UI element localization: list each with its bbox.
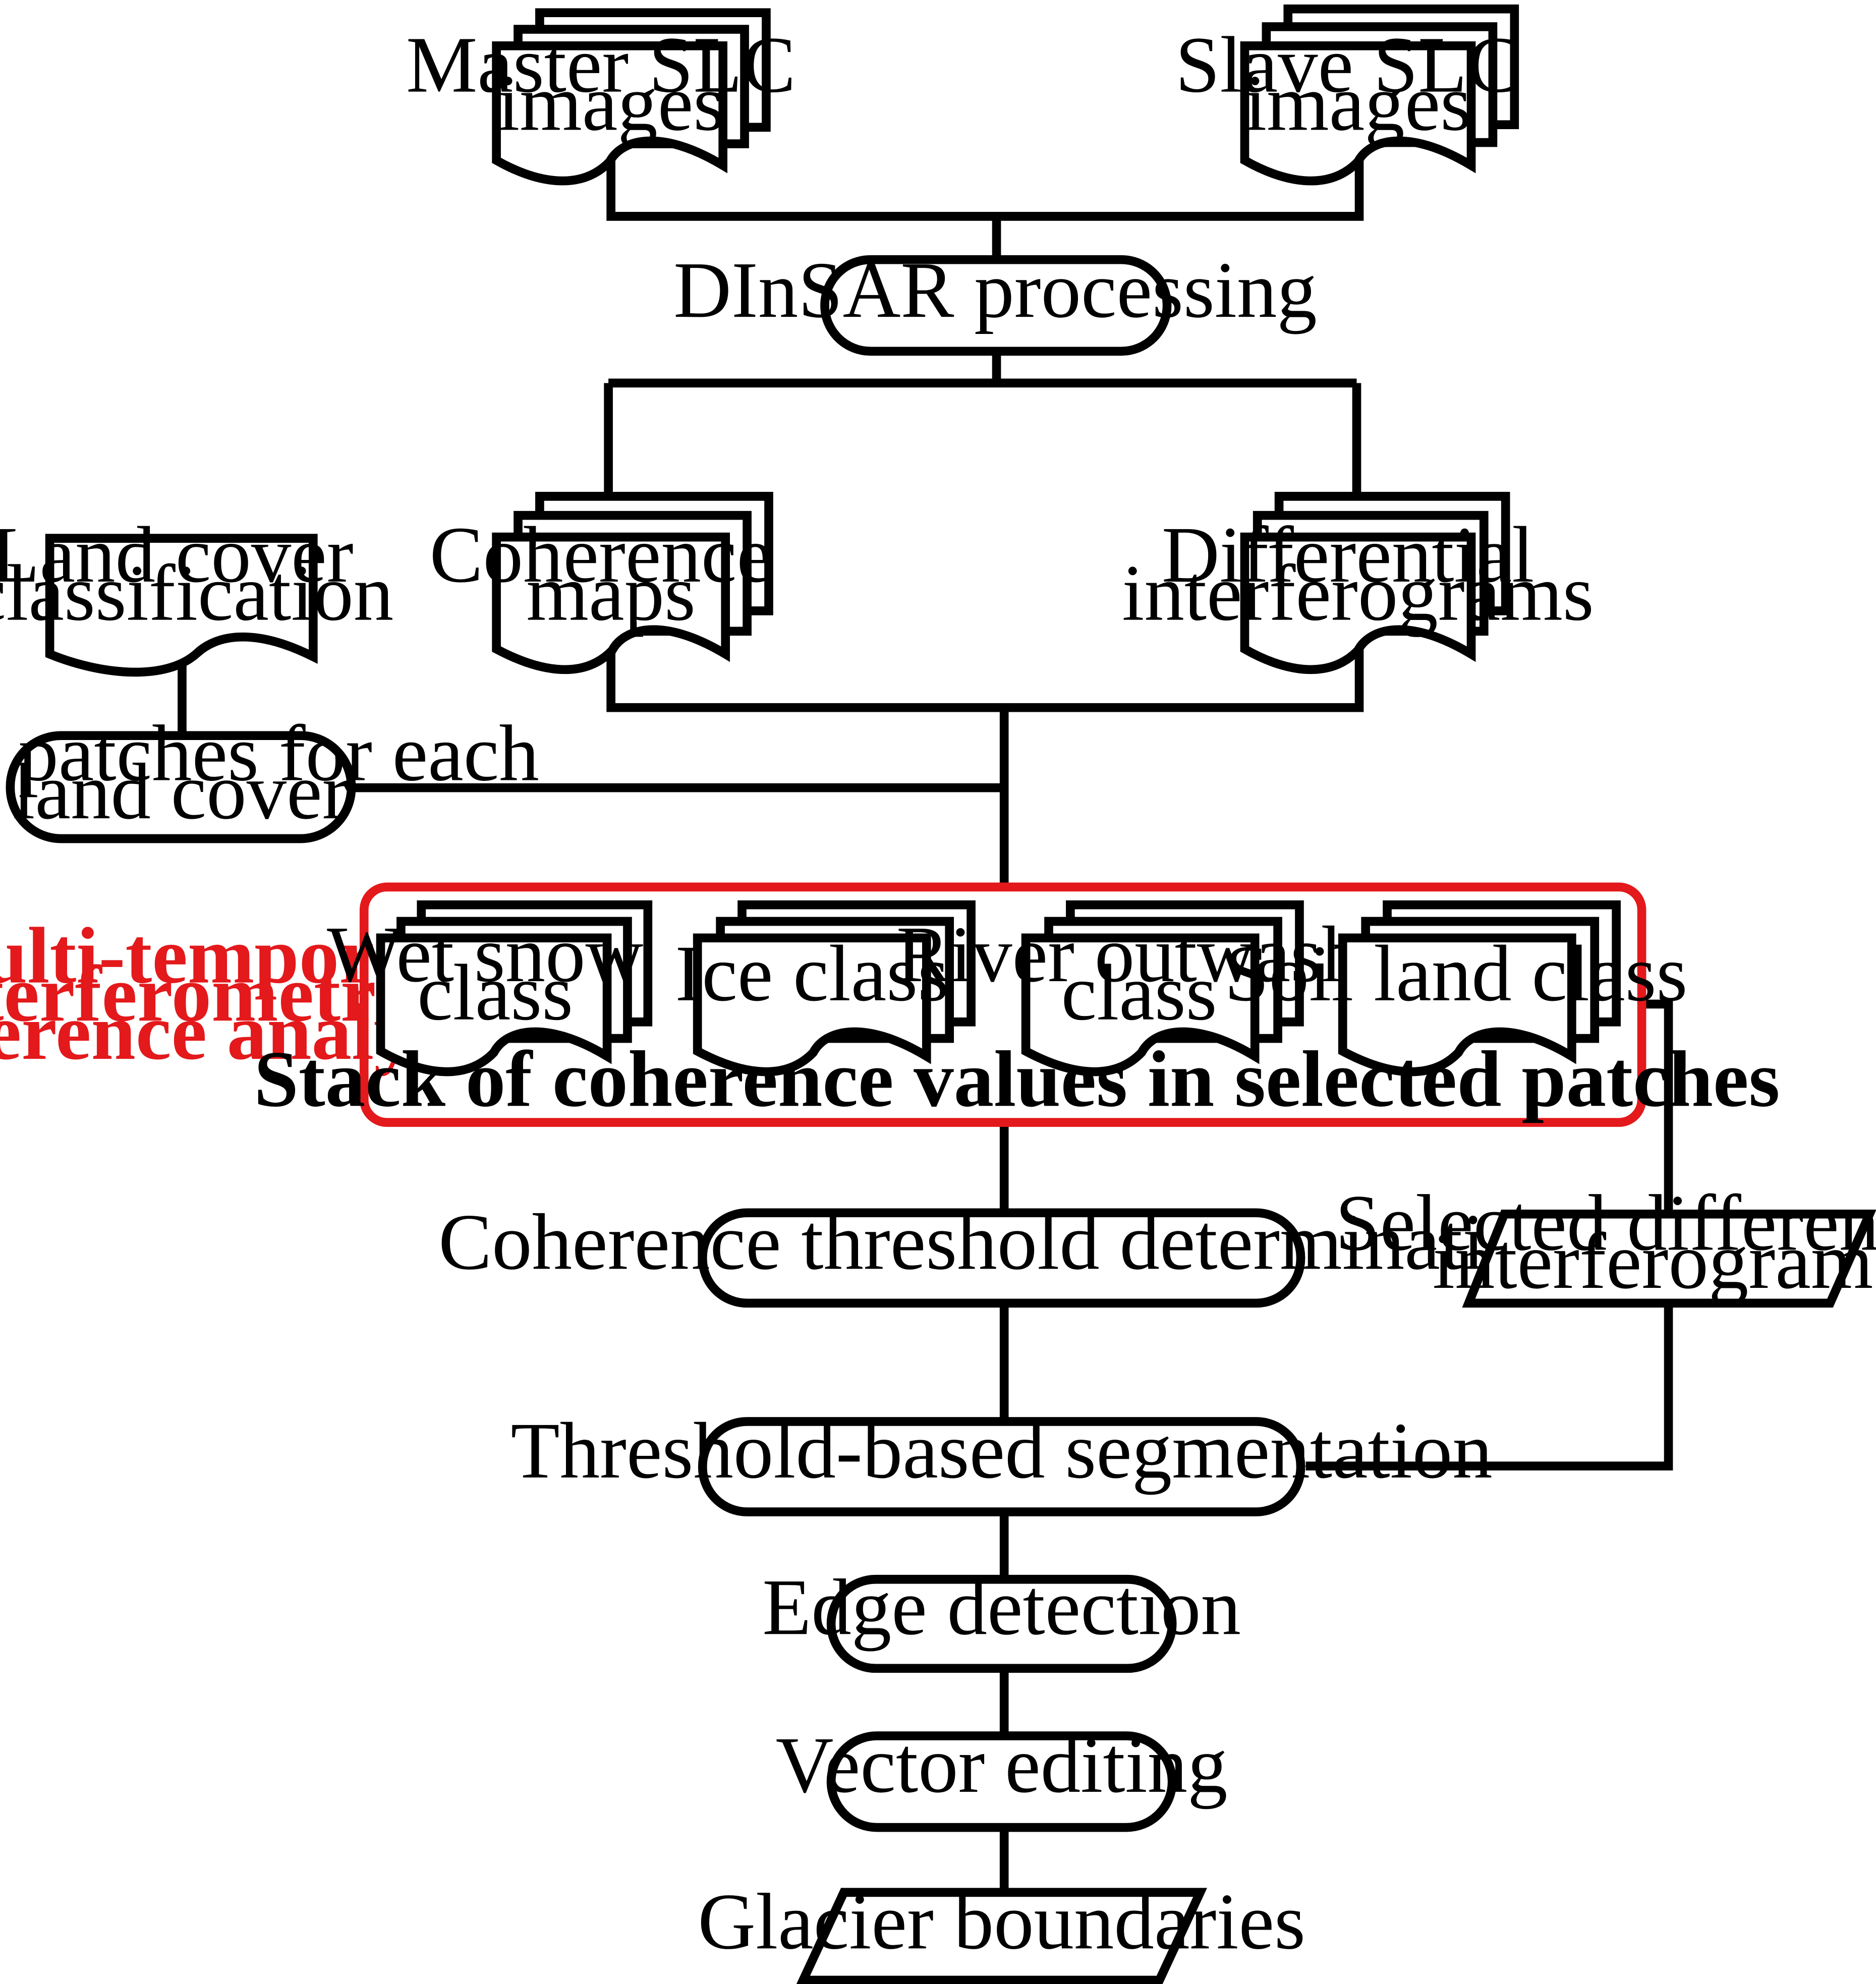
edge-detection-node: Edge detection: [762, 1563, 1241, 1673]
river-outwash-class-stack: River outwash class: [896, 900, 1382, 1076]
slave-slc-images-stack: Slave SLC images: [1175, 4, 1541, 186]
stack-caption: Stack of coherence values in selected pa…: [254, 1035, 1780, 1123]
land-cover-classification-doc: Land cover classification: [0, 511, 393, 677]
differential-interferograms-stack: Differential interferograms: [1122, 492, 1594, 674]
select-patches-label: Select patches for each land cover: [0, 709, 559, 836]
ice-class-stack: Ice class: [675, 900, 976, 1076]
master-slc-label: Master SLC images: [406, 21, 816, 148]
master-slc-images-stack: Master SLC images: [406, 8, 816, 186]
vector-editing-node: Vector editing: [776, 1721, 1228, 1832]
analysis-group-box: [359, 882, 1646, 1127]
river-outwash-class-label: River outwash class: [896, 910, 1382, 1037]
arrow-to-selected-interferograms: [1641, 999, 1673, 1211]
threshold-segmentation-node: Threshold-based segmentation: [511, 1406, 1493, 1516]
vector-editing-label: Vector editing: [776, 1721, 1228, 1809]
arrow-interferograms-to-segmentation: [1304, 1303, 1673, 1471]
selected-interferograms-node: Selected differential interferograms: [1335, 1178, 1876, 1308]
wet-snow-class-stack: Wet snow class: [327, 900, 663, 1076]
connector-master-to-merge: [606, 150, 1364, 221]
coherence-threshold-label: Coherence threshold determination: [438, 1198, 1565, 1286]
slave-slc-label: Slave SLC images: [1175, 21, 1541, 148]
dinsar-processing-label: DInSAR processing: [673, 246, 1317, 334]
edge-detection-label: Edge detection: [762, 1563, 1241, 1652]
soil-land-class-label: Soil land class: [1224, 929, 1687, 1018]
connector-products-merge: [606, 649, 1364, 712]
wet-snow-class-label: Wet snow class: [327, 910, 663, 1037]
glacier-boundaries-label: Glacier boundaries: [698, 1877, 1305, 1966]
glacier-boundaries-node: Glacier boundaries: [698, 1877, 1305, 1984]
selected-interferograms-label: Selected differential interferograms: [1335, 1178, 1876, 1306]
differential-interferograms-label: Differential interferograms: [1122, 511, 1594, 638]
threshold-segmentation-label: Threshold-based segmentation: [511, 1406, 1493, 1495]
soil-land-class-stack: Soil land class: [1224, 900, 1687, 1076]
land-cover-classification-label: Land cover classification: [0, 511, 393, 638]
connectors: [178, 150, 1673, 1890]
ice-class-label: Ice class: [675, 929, 949, 1018]
dinsar-processing-node: DInSAR processing: [673, 246, 1317, 356]
coherence-threshold-node: Coherence threshold determination: [438, 1198, 1565, 1308]
coherence-maps-label: Coherence maps: [430, 511, 792, 638]
coherence-maps-stack: Coherence maps: [430, 492, 792, 674]
select-patches-node: Select patches for each land cover: [0, 709, 559, 843]
